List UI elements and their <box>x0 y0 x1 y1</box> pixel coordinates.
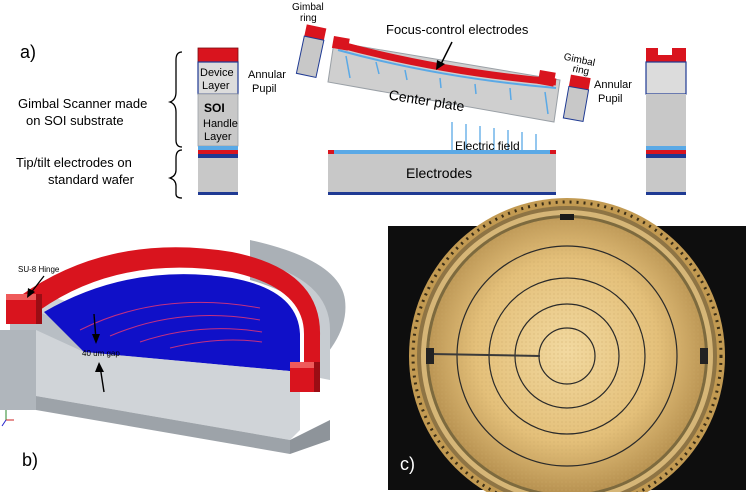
su8-hinge-right <box>290 362 320 392</box>
gimbal-ring-left-line1: Gimbal <box>292 2 324 13</box>
brace-upper <box>167 51 183 148</box>
electrode-trace <box>431 353 541 357</box>
wafer-dot-texture <box>429 218 705 492</box>
gimbal-ring-right <box>562 74 591 122</box>
annular-pupil-left-line1: Annular <box>248 69 286 81</box>
panel-c-label: c) <box>400 454 415 474</box>
right-stack <box>645 48 687 195</box>
electric-field-label: Electric field <box>455 139 520 153</box>
electrodes-wafer: Electrodes <box>328 150 556 195</box>
gimbal-scanner-label-line2: on SOI substrate <box>26 113 124 128</box>
annular-pupil-right-line1: Annular <box>594 79 632 91</box>
tip-tilt-label-line1: Tip/tilt electrodes on <box>16 155 132 170</box>
hinge-notch-left <box>426 348 434 364</box>
base-front-face <box>0 330 36 410</box>
gimbal-ring-left <box>295 24 327 79</box>
gimbal-ring-right-line2: ring <box>572 64 591 78</box>
focus-electrode-layer <box>337 40 557 86</box>
gap-label: 40 um gap <box>82 349 120 358</box>
handle-layer-line1: Handle <box>203 118 238 130</box>
device-layer-line2: Layer <box>202 80 230 92</box>
panel-b: b) <box>0 240 346 470</box>
panel-c: c) <box>388 198 746 492</box>
electrodes-label: Electrodes <box>406 165 472 181</box>
gimbal-scanner-label-line1: Gimbal Scanner made <box>18 96 147 111</box>
rim-ticks <box>411 200 723 492</box>
tip-tilt-label-line2: standard wafer <box>48 172 135 187</box>
panel-a-label: a) <box>20 42 36 62</box>
annular-pupil-left-line2: Pupil <box>252 83 276 95</box>
center-plate-group: Center plate <box>327 36 561 123</box>
inner-step <box>36 330 300 440</box>
gimbal-ring-left-line2: ring <box>300 13 317 24</box>
panel-a: a) Gimbal Scanner made on SOI substrate … <box>16 2 687 199</box>
hinge-arrowhead <box>27 288 35 298</box>
device-layer-line1: Device <box>200 67 234 79</box>
left-stack: Device Layer SOI Handle Layer <box>197 47 239 195</box>
base-front-slab <box>290 420 330 454</box>
annular-pupil-right-line2: Pupil <box>598 93 622 105</box>
handle-layer-line2: Layer <box>204 131 232 143</box>
red-gimbal-ring <box>20 247 321 376</box>
su8-hinge-left <box>6 294 42 324</box>
blue-membrane <box>44 274 300 372</box>
su8-hinge-label: SU-8 Hinge <box>18 265 60 274</box>
brace-lower <box>167 149 183 199</box>
axis-triad-icon <box>1 410 14 427</box>
membrane-arcs <box>79 301 263 349</box>
gap-arrow-bottom-head <box>95 362 104 372</box>
electric-field-lines <box>451 122 537 150</box>
focus-control-arrowhead <box>436 60 445 70</box>
gap-arrow-top-head <box>92 334 100 344</box>
inner-step-side <box>36 396 290 454</box>
hinge-notch-right <box>700 348 708 364</box>
focus-control-arrow <box>439 41 453 67</box>
soi-label: SOI <box>204 101 225 115</box>
focus-control-label: Focus-control electrodes <box>386 22 529 37</box>
top-notch <box>560 214 574 220</box>
panel-b-label: b) <box>22 450 38 470</box>
